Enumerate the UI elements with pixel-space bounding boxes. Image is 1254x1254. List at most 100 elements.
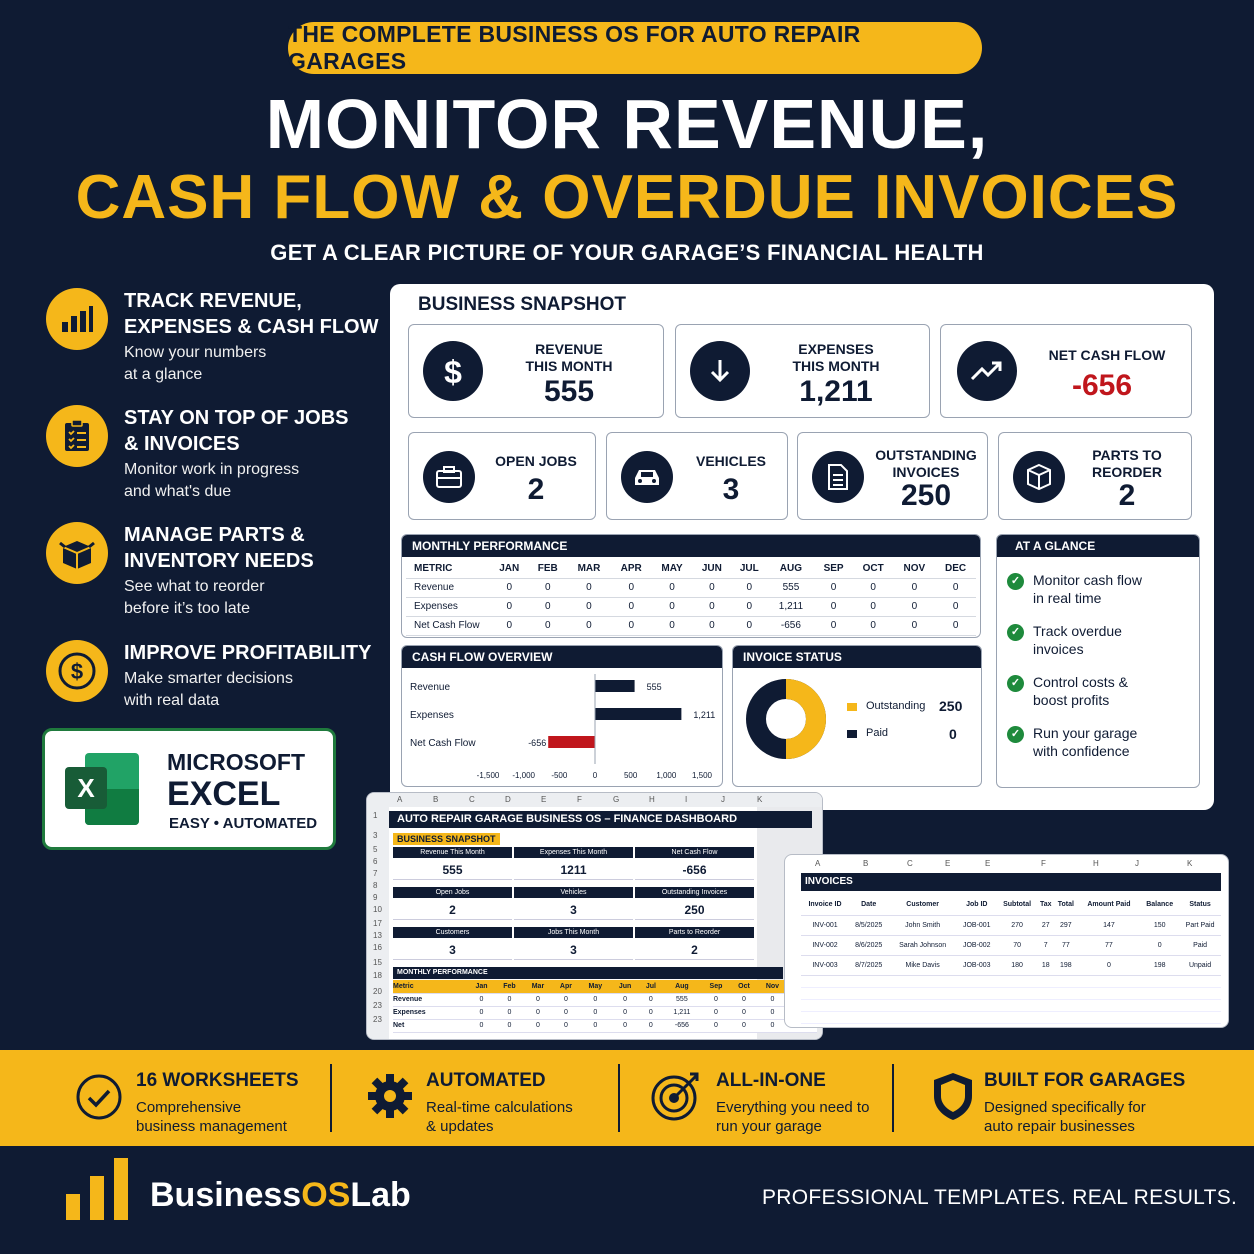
- column-header: A: [815, 859, 821, 868]
- chart-tick-label: 0: [593, 771, 598, 780]
- check-circle-icon: ✓: [1007, 675, 1024, 692]
- table-cell: [848, 987, 889, 1000]
- table-row: [801, 999, 1221, 1012]
- table-cell: Nov: [757, 980, 788, 994]
- legend-value-outstanding: 250: [939, 698, 963, 714]
- table-cell: 180: [996, 955, 1038, 976]
- table-cell: Balance: [1140, 895, 1180, 916]
- table-cell: 0: [523, 1006, 553, 1020]
- table-cell: 150: [1140, 915, 1180, 936]
- sheet-value-cell: 3: [393, 940, 512, 960]
- row-header: 8: [373, 881, 378, 890]
- chart-data-label: 555: [647, 682, 662, 692]
- table-cell: 0: [610, 597, 652, 617]
- row-header: 13: [373, 931, 382, 940]
- table-cell: [996, 1011, 1038, 1024]
- column-header: F: [577, 795, 582, 804]
- svg-text:$: $: [444, 354, 462, 389]
- table-cell: 0: [610, 1019, 640, 1033]
- document-icon: [812, 451, 864, 503]
- divider: [330, 1064, 332, 1132]
- row-header: 23: [373, 1001, 382, 1010]
- brand-logo-icon: [66, 1158, 128, 1220]
- sheet-value-cell: 250: [635, 900, 754, 920]
- sheet-label-cell: Customers: [393, 927, 512, 938]
- chart-tick-label: -1,000: [512, 771, 535, 780]
- table-cell: METRIC: [406, 559, 490, 579]
- table-cell: Expenses: [393, 1006, 468, 1020]
- table-cell: OCT: [852, 559, 894, 579]
- kpi-value: 555: [543, 375, 595, 408]
- table-cell: [888, 1011, 957, 1024]
- table-cell: 0: [579, 993, 611, 1007]
- arrow-down-icon: [690, 341, 750, 401]
- table-cell: 0: [490, 578, 529, 598]
- table-cell: 7: [1037, 935, 1055, 956]
- table-cell: Tax: [1037, 895, 1055, 916]
- table-cell: 198: [1140, 955, 1180, 976]
- sheet-label-cell: Jobs This Month: [514, 927, 633, 938]
- row-header: 15: [373, 958, 382, 967]
- table-cell: 198: [1054, 955, 1078, 976]
- footer-tagline: PROFESSIONAL TEMPLATES. REAL RESULTS.: [762, 1186, 1238, 1209]
- table-cell: [1077, 1011, 1141, 1024]
- kpi-value: -656: [1071, 369, 1133, 402]
- table-cell: 0: [814, 578, 853, 598]
- table-cell: 270: [996, 915, 1038, 936]
- table-cell: 0: [1077, 955, 1141, 976]
- check-circle-icon: [76, 1074, 122, 1120]
- invoices-title: INVOICES: [801, 873, 1221, 891]
- table-cell: Revenue: [406, 578, 490, 598]
- table-cell: [888, 987, 957, 1000]
- row-header: 18: [373, 971, 382, 980]
- benefit-desc: Real-time calculations& updates: [426, 1099, 573, 1135]
- table-cell: INV-001: [801, 915, 849, 936]
- table-cell: 0: [567, 597, 611, 617]
- table-cell: Jul: [639, 980, 663, 994]
- chart-category-label: Net Cash Flow: [410, 738, 476, 749]
- table-cell: 0: [528, 578, 568, 598]
- table-cell: 0: [495, 1019, 524, 1033]
- stat-card-open-jobs: OPEN JOBS 2: [408, 432, 596, 520]
- column-header: E: [985, 859, 991, 868]
- table-cell: Subtotal: [996, 895, 1038, 916]
- sheet-label-cell: Net Cash Flow: [635, 847, 754, 858]
- table-cell: [888, 999, 957, 1012]
- table-cell: 0: [528, 597, 568, 617]
- table-cell: Revenue: [393, 993, 468, 1007]
- table-cell: -656: [662, 1019, 702, 1033]
- row-header: 23: [373, 1015, 382, 1024]
- table-cell: 0: [651, 578, 693, 598]
- column-header: C: [469, 795, 475, 804]
- table-cell: 0: [523, 1019, 553, 1033]
- table-header-row: MetricJanFebMarAprMayJunJulAugSepOctNovD…: [393, 980, 817, 994]
- table-cell: 0: [935, 578, 976, 598]
- row-header: 17: [373, 919, 382, 928]
- table-cell: NOV: [893, 559, 936, 579]
- table-cell: 0: [731, 597, 768, 617]
- table-cell: Jun: [610, 980, 640, 994]
- table-cell: 0: [692, 578, 732, 598]
- table-cell: [1037, 987, 1055, 1000]
- table-cell: 8/6/2025: [848, 935, 889, 956]
- legend-swatch-outstanding: [847, 703, 857, 711]
- table-cell: 1,211: [767, 597, 815, 617]
- table-cell: 0: [757, 1006, 788, 1020]
- table-cell: May: [579, 980, 611, 994]
- kpi-card-net-cash-flow: NET CASH FLOW -656: [940, 324, 1192, 418]
- excel-text-3: EASY • AUTOMATED: [169, 815, 318, 832]
- panel-title: INVOICE STATUS: [733, 646, 981, 668]
- column-header: C: [907, 859, 913, 868]
